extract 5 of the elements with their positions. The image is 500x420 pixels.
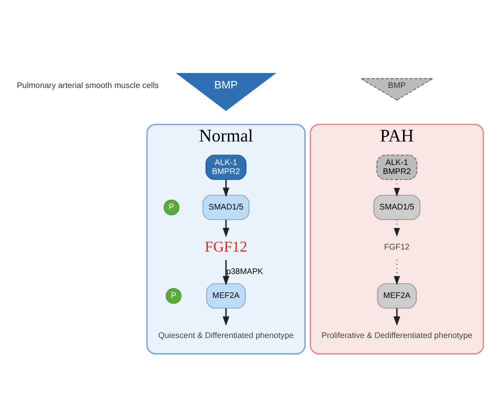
arrow bbox=[394, 308, 400, 326]
arrow bbox=[394, 180, 400, 197]
arrow bbox=[222, 260, 230, 286]
arrow bbox=[394, 260, 400, 286]
node-text: FGF12 bbox=[204, 239, 248, 256]
